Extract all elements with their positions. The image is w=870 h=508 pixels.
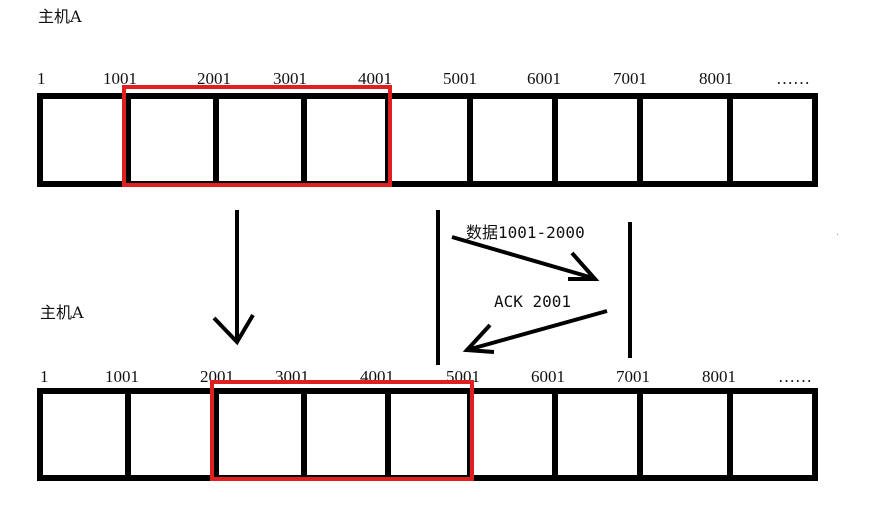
top-seq-label: 4001 [358,69,392,88]
bottom-buffer-cell [637,388,733,481]
bottom-seq-label: 6001 [531,367,565,386]
bottom-seq-label: 1 [40,367,49,386]
data-message-arrow [451,235,600,281]
ack-message-label: ACK 2001 [494,292,571,311]
top-buffer-cell [301,93,391,187]
edge-mark: · [836,230,839,241]
top-seq-label: 7001 [613,69,647,88]
top-host-label: 主机A [38,7,82,26]
top-seq-label: 1001 [103,69,137,88]
top-seq-label: 3001 [273,69,307,88]
data-message-label: 数据1001-2000 [466,223,585,242]
top-seq-label: 6001 [527,69,561,88]
bottom-send-window [210,380,474,481]
bottom-buffer-cell [467,388,558,481]
bottom-buffer-cell [301,388,391,481]
bottom-seq-label: 8001 [702,367,736,386]
top-buffer-cell [37,93,131,187]
bottom-seq-label: …… [778,367,812,386]
top-buffer-cell [467,93,558,187]
window-slide-arrow [212,210,255,346]
bottom-buffer-cell [125,388,219,481]
bottom-buffer-cell [37,388,131,481]
top-seq-label: …… [776,69,810,88]
bottom-buffer-cell [385,388,473,481]
top-buffer-cell [125,93,219,187]
top-send-window [122,85,392,187]
bottom-buffer-cell [552,388,643,481]
ack-message-arrow [462,309,608,354]
bottom-buffer-cell [727,388,818,481]
top-seq-label: 8001 [699,69,733,88]
bottom-buffer-cell [213,388,307,481]
top-buffer-row [37,93,818,187]
top-seq-label: 5001 [443,69,477,88]
top-seq-label: 2001 [197,69,231,88]
top-buffer-cell [637,93,733,187]
top-buffer-cell [727,93,818,187]
bottom-buffer-row [37,388,818,481]
top-buffer-cell [552,93,643,187]
top-buffer-cell [213,93,307,187]
top-seq-label: 1 [37,69,46,88]
bottom-seq-label: 1001 [105,367,139,386]
bottom-host-label: 主机A [40,303,84,322]
top-sequence-labels: 1 1001 2001 3001 4001 5001 6001 7001 8001 …… [37,69,810,88]
bottom-seq-label: 7001 [616,367,650,386]
top-buffer-cell [385,93,473,187]
